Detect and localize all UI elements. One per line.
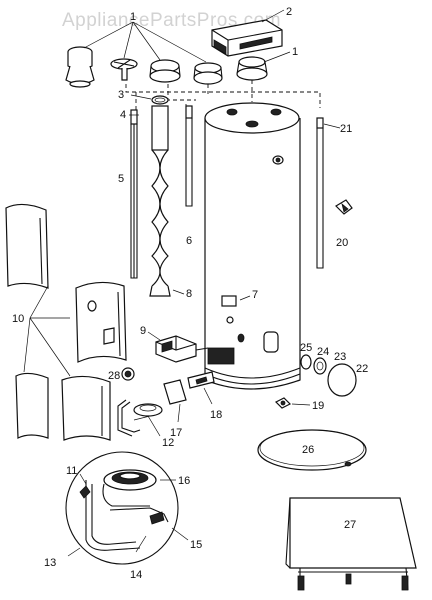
callout-7: 7 bbox=[252, 289, 258, 301]
callout-1b: 1 bbox=[292, 46, 298, 58]
callout-15: 15 bbox=[190, 539, 202, 551]
burner-detail-leaders bbox=[67, 415, 189, 557]
burner-detail-callout[interactable] bbox=[65, 451, 179, 565]
part-1-leaders bbox=[83, 9, 291, 63]
callout-19: 19 bbox=[312, 400, 324, 412]
part-6-dip-tube[interactable] bbox=[185, 105, 193, 207]
part-10-outer-doors[interactable] bbox=[5, 203, 127, 441]
part-19-fitting[interactable] bbox=[274, 397, 311, 409]
callout-9: 9 bbox=[140, 325, 146, 337]
callout-12: 12 bbox=[162, 437, 174, 449]
callout-24: 24 bbox=[317, 346, 329, 358]
part-9-gas-valve[interactable] bbox=[147, 331, 209, 363]
callout-27: 27 bbox=[344, 519, 356, 531]
callout-5: 5 bbox=[118, 173, 124, 185]
callout-18: 18 bbox=[210, 409, 222, 421]
watermark-text: AppliancePartsPros.com bbox=[62, 10, 282, 31]
part-12-pilot-assembly[interactable] bbox=[117, 399, 163, 437]
callout-3: 3 bbox=[118, 89, 124, 101]
callout-25: 25 bbox=[300, 342, 312, 354]
callout-13: 13 bbox=[44, 557, 56, 569]
part-5-anode-rod[interactable] bbox=[129, 109, 139, 279]
part-28-knob[interactable] bbox=[121, 367, 135, 381]
callout-17: 17 bbox=[170, 427, 182, 439]
callout-22: 22 bbox=[356, 363, 368, 375]
callout-4: 4 bbox=[120, 109, 126, 121]
callout-23: 23 bbox=[334, 351, 346, 363]
part-1-flue-fittings[interactable] bbox=[65, 46, 268, 88]
part-8-flue-baffle[interactable] bbox=[149, 105, 185, 297]
callout-28: 28 bbox=[108, 370, 120, 382]
water-heater-tank[interactable] bbox=[204, 102, 301, 390]
part-22-25-gaskets[interactable] bbox=[300, 354, 357, 397]
callout-10: 10 bbox=[12, 313, 24, 325]
callout-2: 2 bbox=[286, 6, 292, 18]
part-21-rod[interactable] bbox=[316, 117, 341, 269]
callout-6: 6 bbox=[186, 235, 192, 247]
callout-14: 14 bbox=[130, 569, 142, 581]
part-17-18-brackets[interactable] bbox=[163, 371, 215, 423]
part-27-stand[interactable] bbox=[285, 497, 417, 591]
part-2-bracket[interactable] bbox=[211, 19, 283, 57]
part-26-base-ring[interactable] bbox=[257, 429, 367, 471]
callout-26: 26 bbox=[302, 444, 314, 456]
callout-1a: 1 bbox=[130, 11, 136, 23]
callout-8: 8 bbox=[186, 288, 192, 300]
part-20-clip[interactable] bbox=[335, 199, 353, 215]
callout-21: 21 bbox=[340, 123, 352, 135]
callout-11: 11 bbox=[66, 465, 77, 477]
callout-labels: 1 2 1 3 4 5 6 7 8 9 10 11 12 13 14 15 16… bbox=[12, 6, 368, 581]
part-3-gasket[interactable] bbox=[130, 94, 169, 105]
callout-16: 16 bbox=[178, 475, 190, 487]
callout-20: 20 bbox=[336, 237, 348, 249]
